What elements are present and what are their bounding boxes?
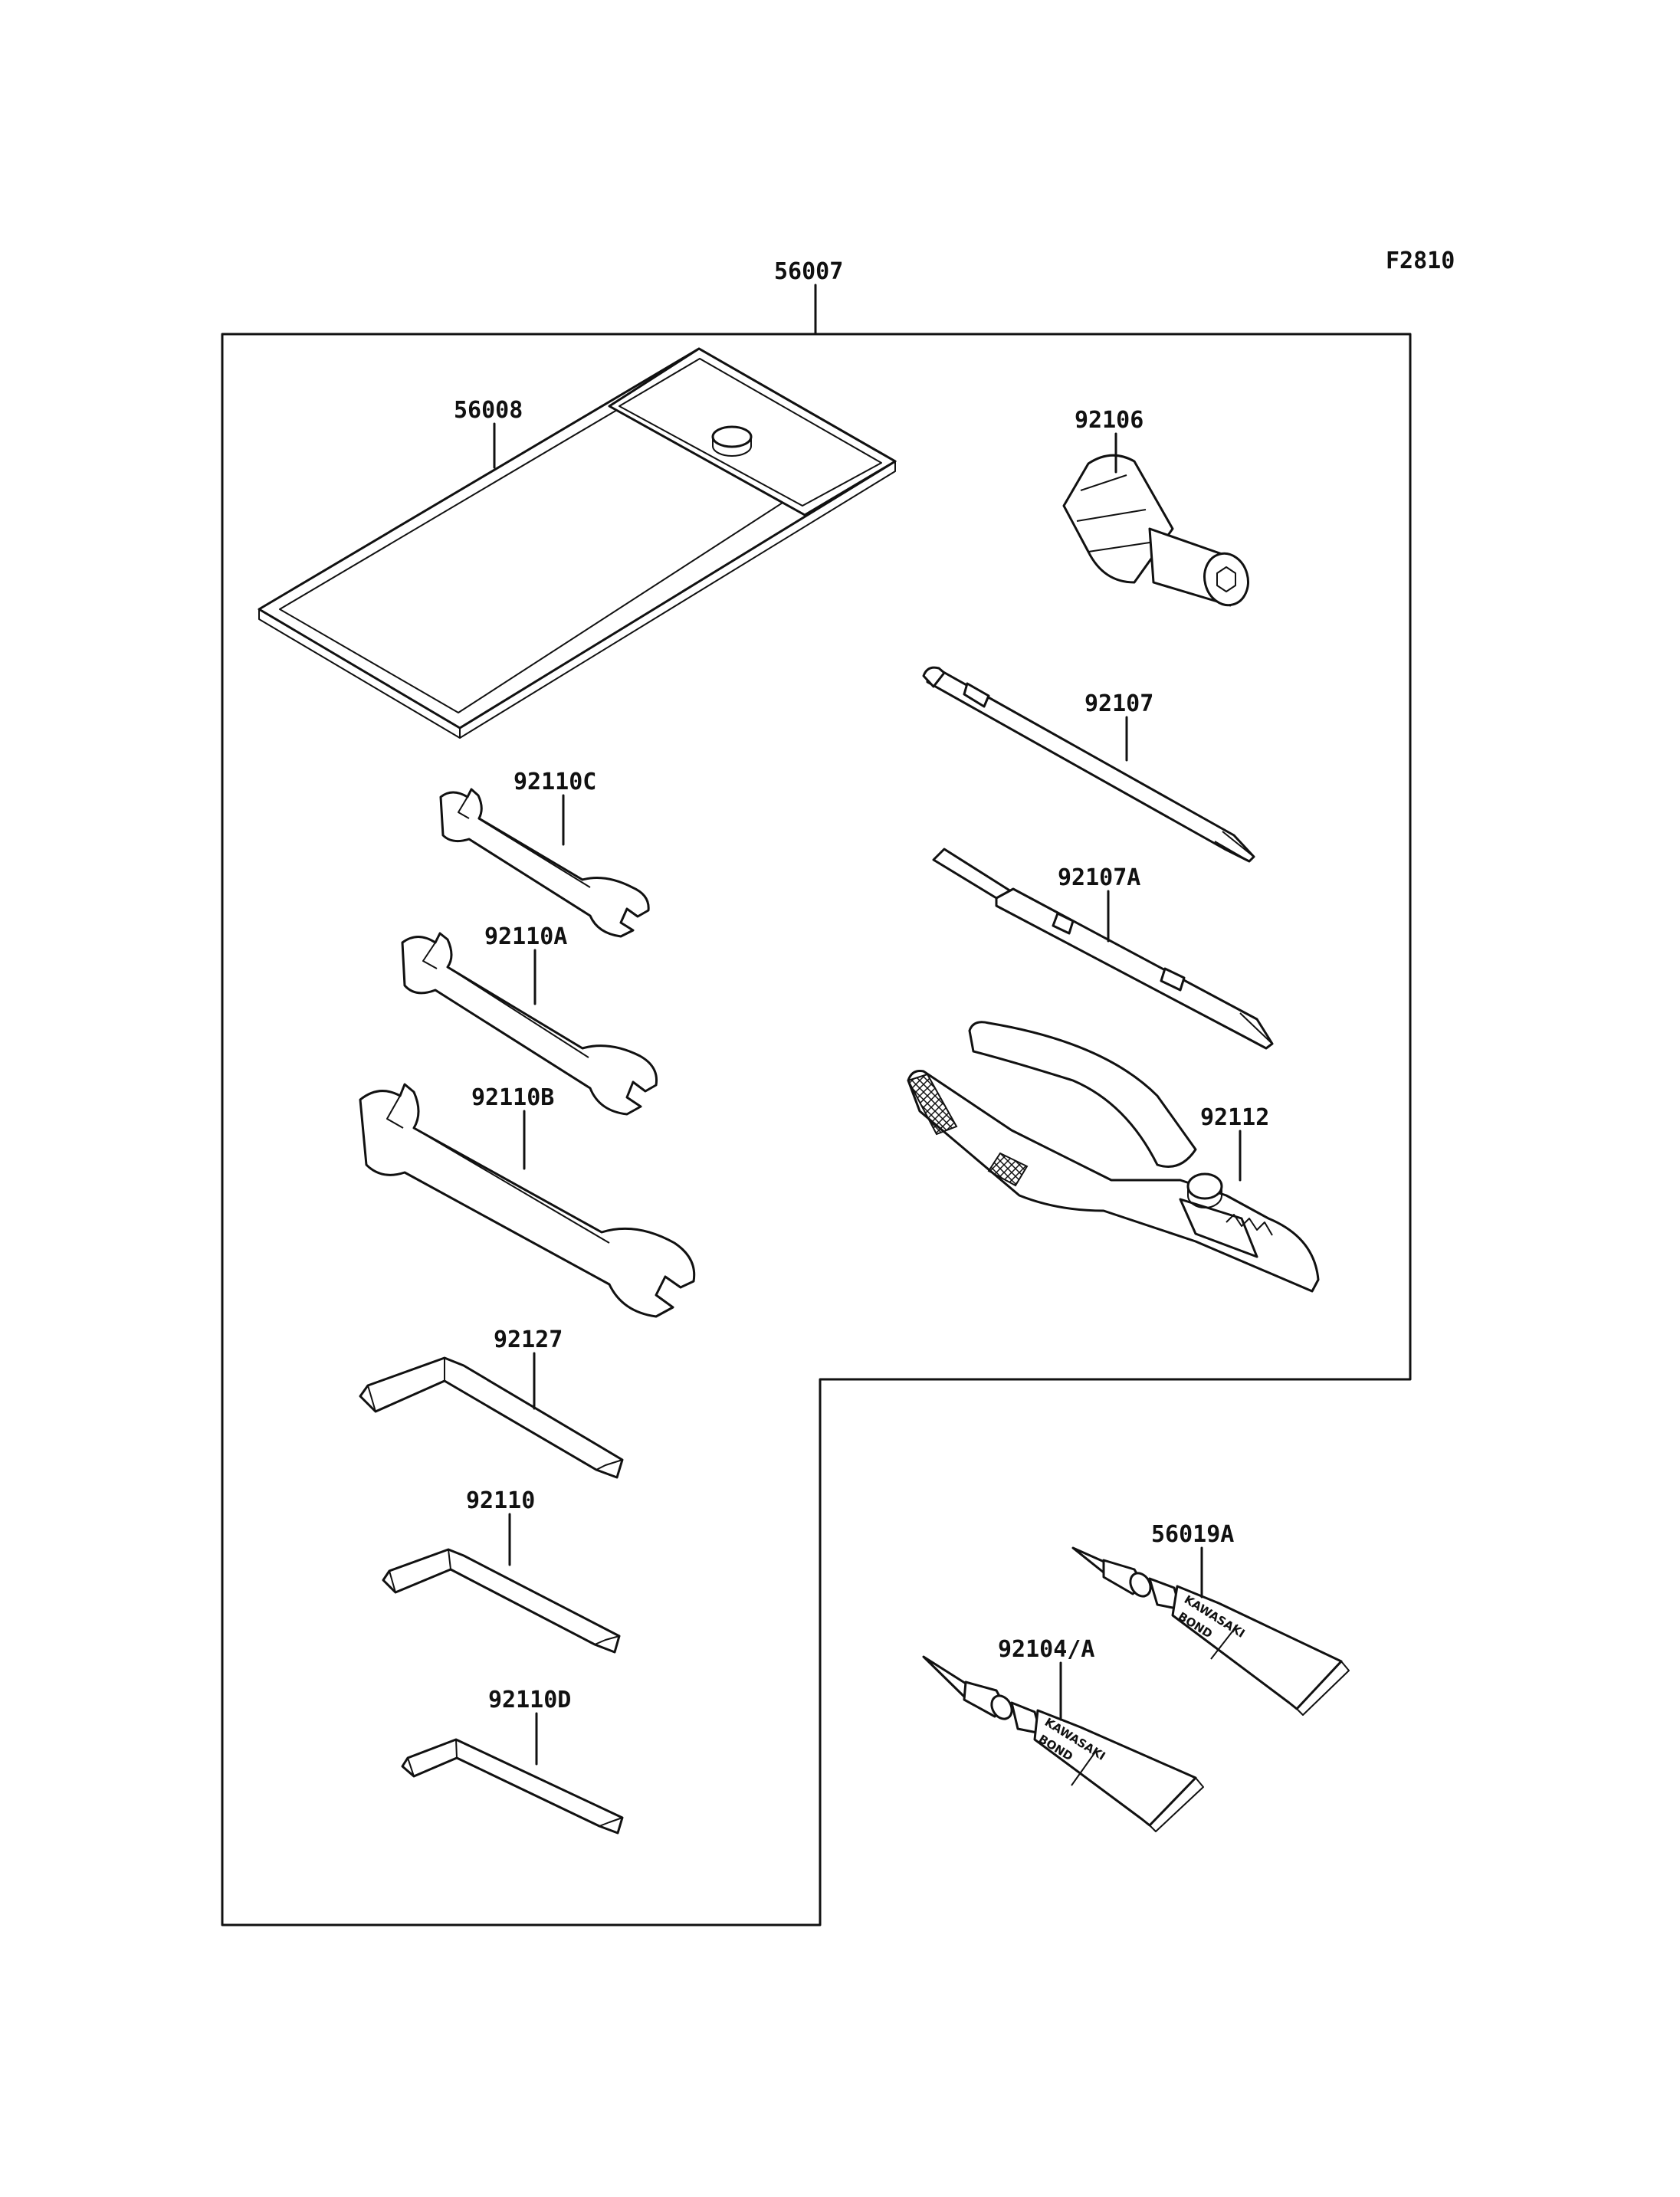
kit-label: 56007 (774, 258, 843, 285)
pliers-drawing (907, 1021, 1320, 1293)
part-number-92112: 92112 (1200, 1104, 1269, 1131)
wrench-medium-drawing (401, 932, 658, 1116)
part-number-92107A: 92107A (1058, 864, 1140, 891)
part-number-56019A: 56019A (1151, 1521, 1234, 1548)
kit-boundary-outline (221, 333, 1412, 1926)
bond-tube-lower-drawing (922, 1655, 1204, 1832)
part-number-92110D: 92110D (488, 1687, 571, 1713)
wrench-small-drawing (439, 788, 650, 938)
bond-tube-upper-drawing (1071, 1546, 1350, 1716)
part-number-92110C: 92110C (514, 769, 596, 795)
tool-bag-drawing (258, 347, 897, 739)
part-number-92104-A: 92104/A (998, 1636, 1094, 1663)
part-number-56008: 56008 (454, 397, 523, 424)
part-number-92127: 92127 (494, 1326, 563, 1353)
hex-key-large-drawing (359, 1356, 624, 1479)
figure-code: F2810 (1386, 248, 1455, 274)
part-number-92107: 92107 (1084, 690, 1153, 717)
hex-key-medium-drawing (382, 1548, 621, 1654)
socket-handle-drawing (1062, 454, 1249, 607)
hex-key-small-drawing (401, 1738, 624, 1835)
screwdriver-combo-drawing (932, 848, 1274, 1050)
part-number-92110: 92110 (466, 1487, 535, 1514)
part-number-92110B: 92110B (471, 1084, 554, 1111)
part-number-92106: 92106 (1075, 407, 1144, 434)
wrench-large-drawing (359, 1083, 696, 1318)
screwdriver-phillips-drawing (922, 666, 1255, 863)
part-number-92110A: 92110A (484, 923, 567, 950)
